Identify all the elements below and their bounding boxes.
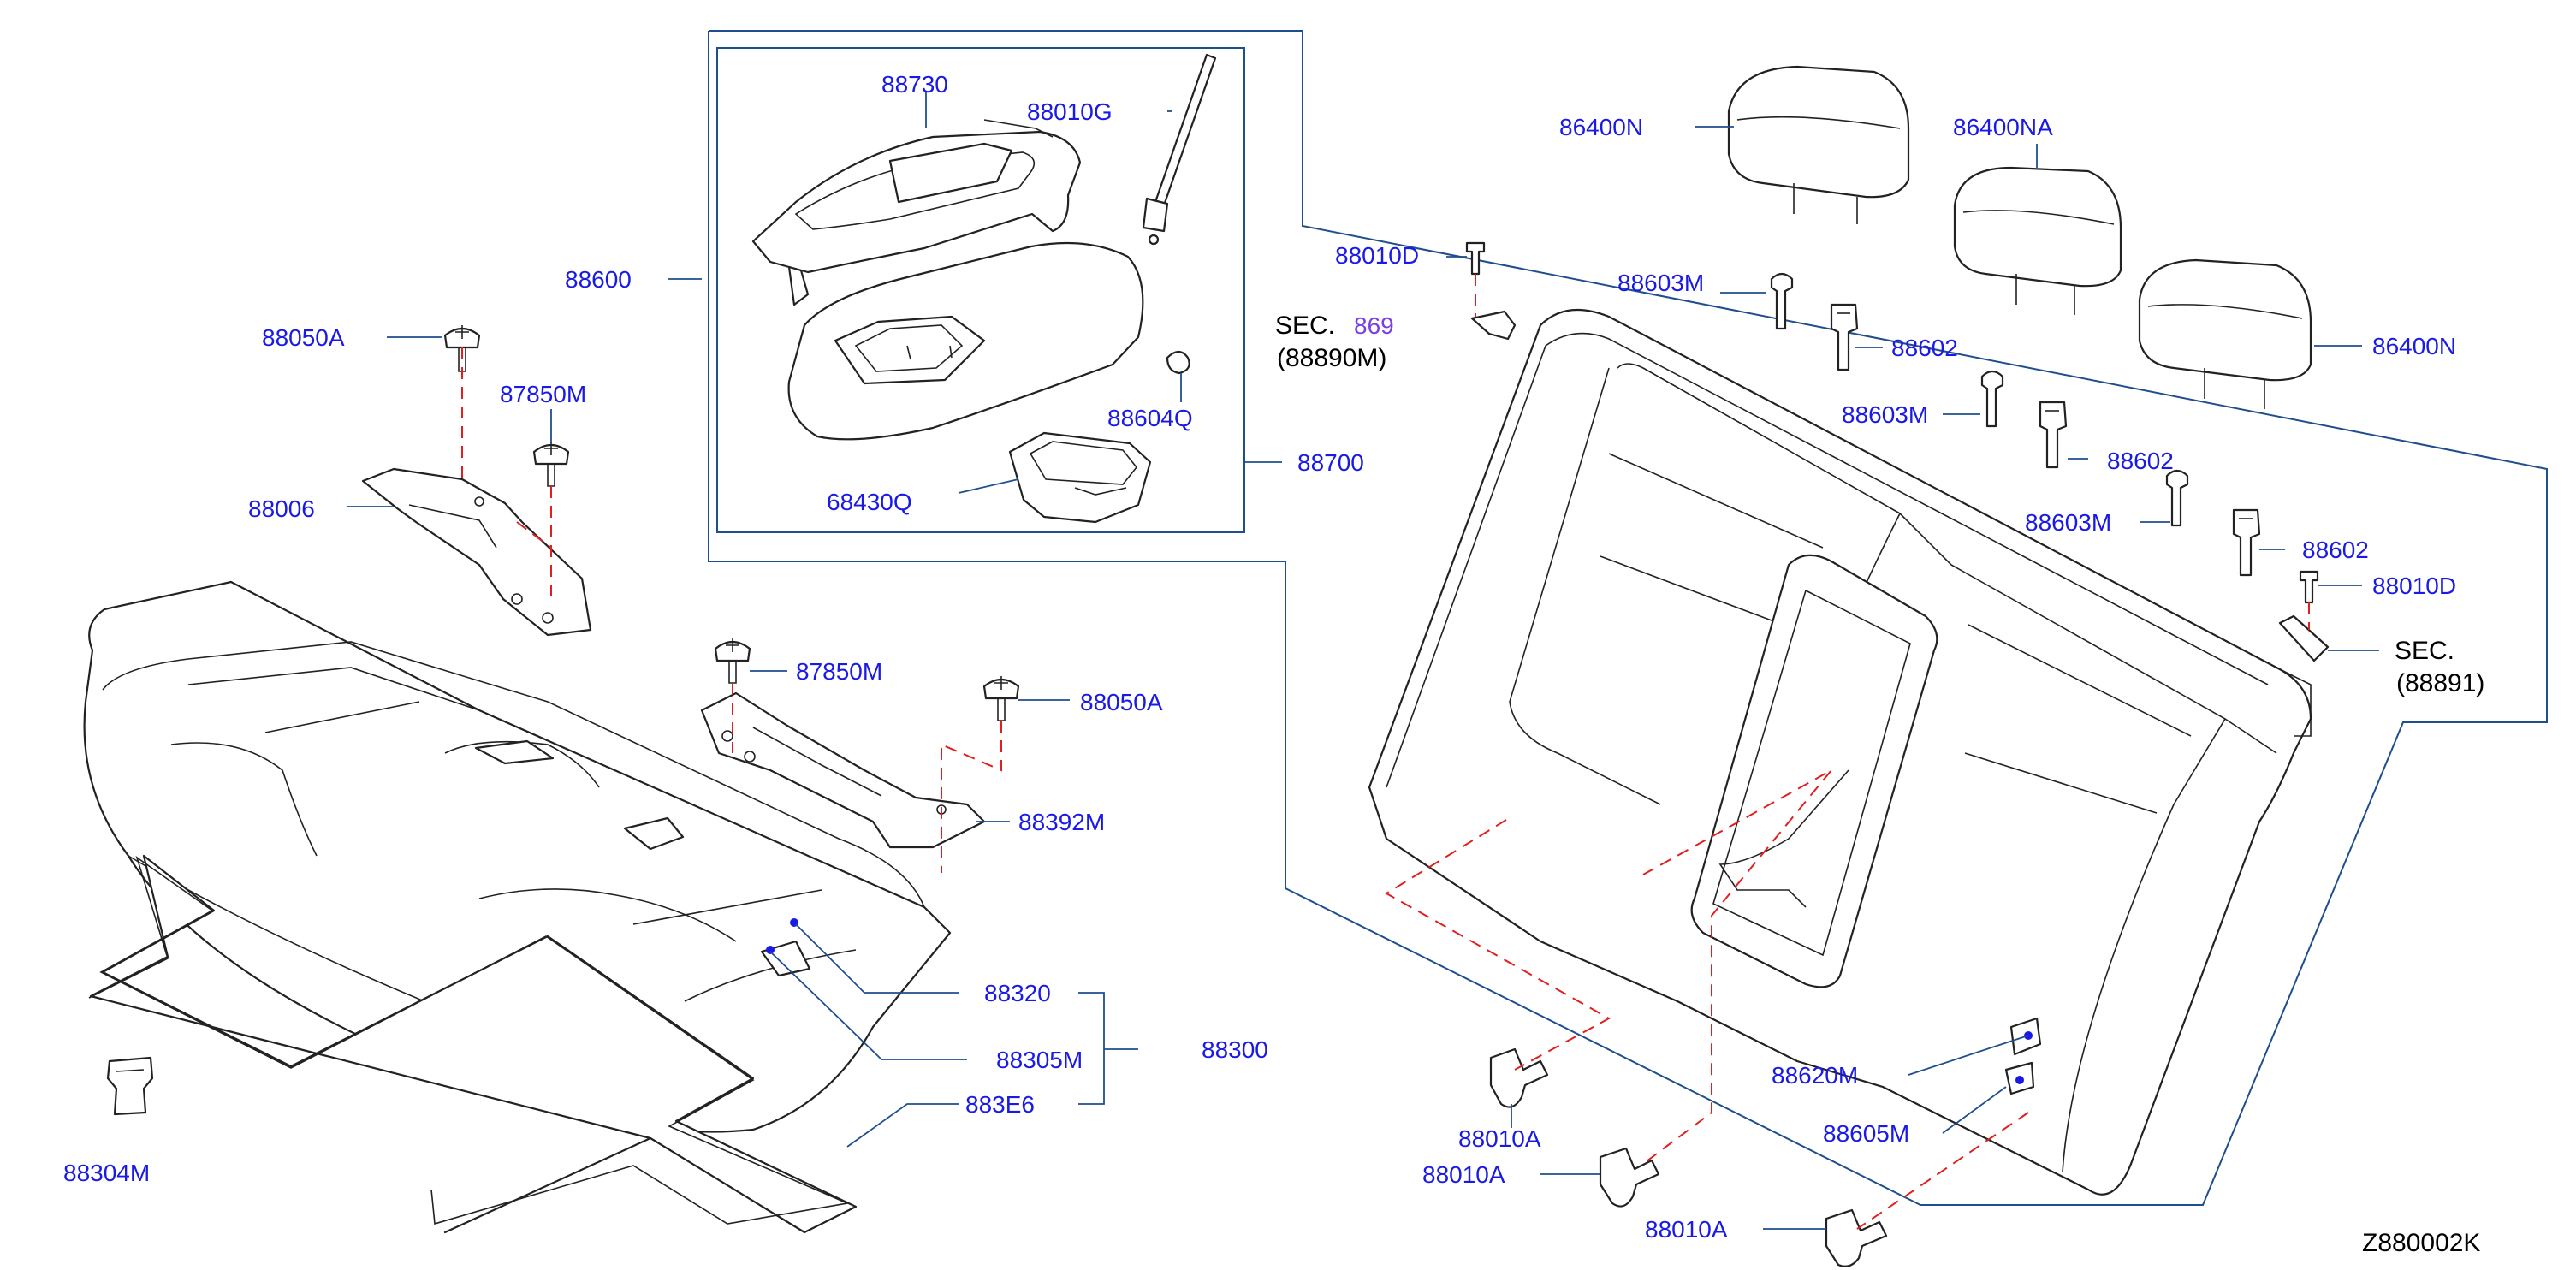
callout-88730: 88730 bbox=[881, 71, 948, 98]
stud-icon bbox=[1980, 370, 2004, 428]
callout-88392M: 88392M bbox=[1018, 809, 1105, 835]
callout-87850M-mid: 87850M bbox=[796, 658, 882, 685]
grommet-icon bbox=[106, 1056, 154, 1116]
stud-icon bbox=[2165, 469, 2189, 527]
callout-87850M-top: 87850M bbox=[500, 381, 586, 407]
cup-holder-68430Q bbox=[1008, 431, 1152, 524]
callout-88006: 88006 bbox=[248, 496, 315, 522]
callout-88600: 88600 bbox=[565, 266, 632, 293]
armrest-inner-frame bbox=[716, 47, 1245, 533]
callout-88603M-2: 88603M bbox=[1842, 401, 1928, 428]
callout-88700: 88700 bbox=[1297, 449, 1364, 476]
callout-88602-1: 88602 bbox=[1891, 335, 1958, 361]
callout-86400N-top: 86400N bbox=[1559, 114, 1643, 140]
clip-icon bbox=[1830, 303, 1859, 371]
bolt-icon bbox=[1465, 241, 1486, 276]
stud-icon bbox=[1770, 272, 1794, 330]
callout-88010D-top: 88010D bbox=[1335, 242, 1419, 269]
callout-88304M: 88304M bbox=[63, 1160, 150, 1186]
callout-88305M: 88305M bbox=[996, 1047, 1083, 1073]
callout-88603M-3: 88603M bbox=[2025, 509, 2111, 536]
headrest-icon bbox=[1953, 166, 2122, 315]
group-frame-outer bbox=[708, 30, 2548, 1206]
callout-86400NA: 86400NA bbox=[1953, 114, 2053, 140]
strap-88010G bbox=[1142, 53, 1217, 246]
callout-88620M: 88620M bbox=[1772, 1062, 1858, 1089]
callout-88300: 88300 bbox=[1202, 1036, 1268, 1063]
callout-88010A-2: 88010A bbox=[1422, 1161, 1505, 1188]
assembly-dash-lines bbox=[461, 274, 2310, 1230]
bolt-icon bbox=[2299, 570, 2319, 604]
callout-88010G: 88010G bbox=[1027, 98, 1113, 125]
callout-88010D-right: 88010D bbox=[2372, 573, 2456, 599]
callout-88603M-1: 88603M bbox=[1617, 270, 1704, 296]
callout-88602-2: 88602 bbox=[2107, 448, 2174, 474]
callout-sec-869: 869 bbox=[1354, 312, 1394, 339]
callout-sec-right: SEC. bbox=[2395, 637, 2454, 665]
clip-icon bbox=[2039, 401, 2068, 469]
armrest-lid-88730 bbox=[751, 119, 1082, 306]
clip-icon bbox=[1599, 1147, 1660, 1208]
callout-86400N-right: 86400N bbox=[2372, 333, 2456, 359]
leader-lines bbox=[347, 92, 2379, 1230]
callout-88010A-1: 88010A bbox=[1458, 1125, 1541, 1152]
armrest-body-88700 bbox=[787, 241, 1144, 441]
callout-sec-prefix: SEC. bbox=[1275, 312, 1335, 340]
callout-68430Q: 68430Q bbox=[827, 489, 912, 515]
callout-88602-3: 88602 bbox=[2302, 537, 2369, 563]
callout-88891: (88891) bbox=[2396, 669, 2484, 697]
clip-88604Q-icon bbox=[1166, 350, 1190, 375]
seat-pad-outline bbox=[88, 856, 850, 1225]
screw-icon bbox=[982, 676, 1020, 721]
hook-icon bbox=[1470, 310, 1517, 341]
screw-icon bbox=[532, 442, 570, 487]
callout-88604Q: 88604Q bbox=[1107, 405, 1193, 431]
hook-icon bbox=[2278, 614, 2330, 662]
clip-icon bbox=[1825, 1208, 1888, 1267]
clip-icon bbox=[1489, 1047, 1549, 1108]
callout-88320: 88320 bbox=[984, 980, 1051, 1006]
callout-88050A-top: 88050A bbox=[262, 324, 345, 351]
callout-labels: 88730 88010G 88600 88604Q 88700 68430Q 8… bbox=[63, 71, 2484, 1243]
headrest-icon bbox=[2138, 258, 2312, 409]
callout-88890M: (88890M) bbox=[1277, 344, 1386, 372]
callout-883E6: 883E6 bbox=[965, 1091, 1035, 1118]
callout-88605M: 88605M bbox=[1823, 1120, 1909, 1147]
screw-icon bbox=[714, 638, 751, 684]
headrest-icon bbox=[1727, 65, 1910, 224]
clip-icon bbox=[2232, 508, 2261, 577]
callout-88010A-3: 88010A bbox=[1645, 1216, 1728, 1243]
seat-back bbox=[1368, 308, 2312, 1196]
diagram-code: Z880002K bbox=[2362, 1229, 2480, 1257]
callout-88050A-mid: 88050A bbox=[1080, 689, 1163, 715]
bracket-88006 bbox=[361, 467, 592, 637]
